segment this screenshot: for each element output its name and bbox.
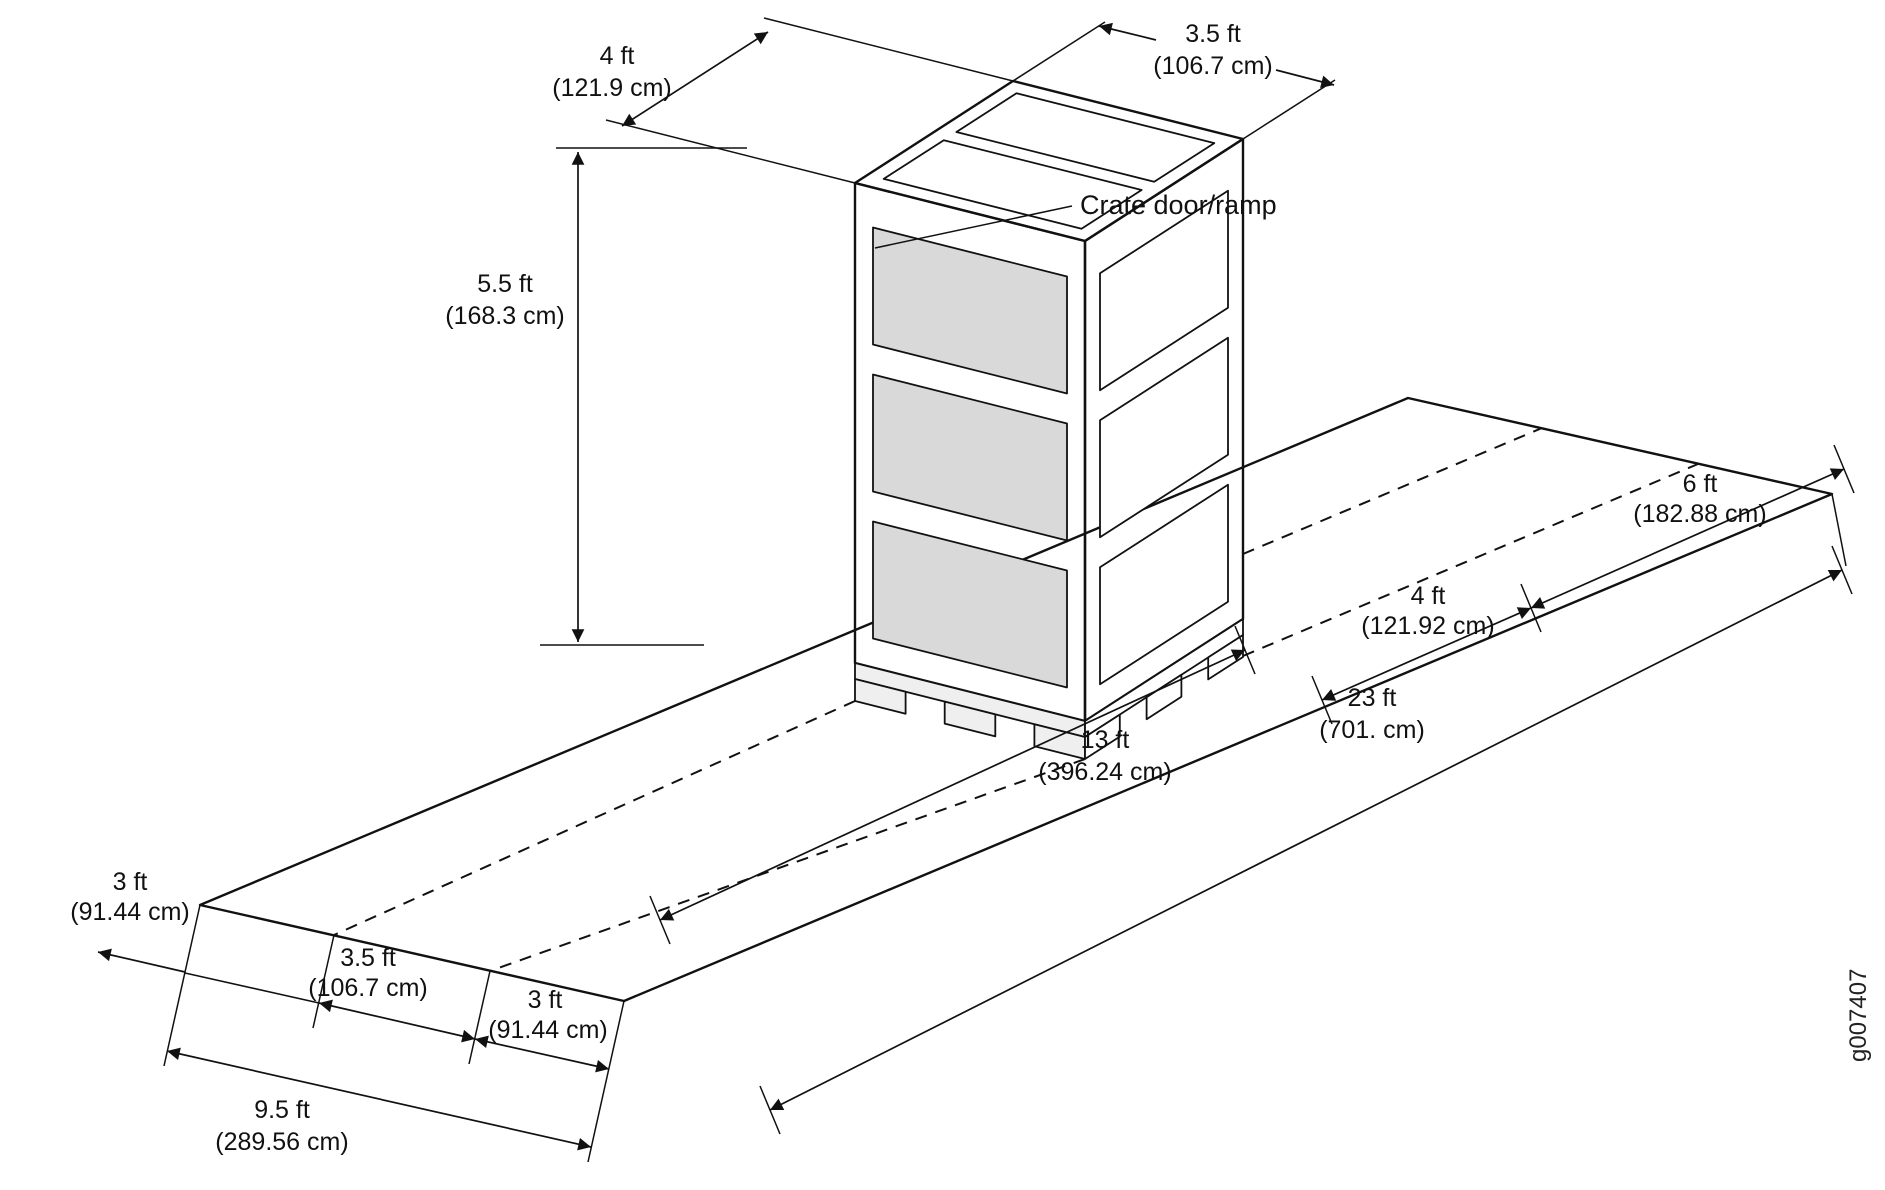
dim-left-clearance: 3 ft (91.44 cm) [70, 868, 320, 1004]
callout-crate-door: Crate door/ramp [874, 190, 1277, 249]
callout-leader-line [874, 205, 1073, 249]
dim-crate-footprint: 4 ft (121.92 cm) [1311, 582, 1542, 725]
extension-line [587, 1000, 625, 1163]
crate-door-callout-label: Crate door/ramp [1080, 190, 1277, 220]
total-length-cm-label: (701. cm) [1319, 716, 1425, 744]
dim-crate-depth: 4 ft (121.9 cm) [552, 17, 1014, 184]
extension-line [605, 119, 856, 184]
chain-segment [184, 972, 320, 1004]
extension-line [312, 934, 335, 1029]
front-clearance-ft-label: 13 ft [1081, 726, 1130, 754]
total-width-cm-label: (289.56 cm) [215, 1128, 348, 1156]
crate-door-panel-2 [872, 373, 1068, 542]
footprint-ft-label: 4 ft [1411, 582, 1446, 610]
dim-crate-width: 3.5 ft (106.7 cm) [1012, 20, 1336, 140]
lane-rear-upper-dashed-line [1242, 427, 1543, 555]
crate [853, 79, 1245, 760]
crate-width-ft-label: 3.5 ft [1185, 20, 1241, 48]
figure-id-label: g007407 [1845, 969, 1872, 1062]
extension-line [1012, 21, 1106, 82]
dimension-line [1098, 22, 1157, 41]
dim-rear-clearance: 6 ft (182.88 cm) [1530, 444, 1855, 609]
crate-depth-ft-label: 4 ft [600, 42, 635, 70]
total-width-ft-label: 9.5 ft [254, 1096, 310, 1124]
crate-door-panel-3 [872, 520, 1068, 689]
front-clearance-cm-label: (396.24 cm) [1038, 758, 1171, 786]
dimension-line [1275, 69, 1335, 88]
dimension-line [769, 569, 1843, 1111]
extension-line [468, 970, 491, 1065]
crate-height-ft-label: 5.5 ft [477, 270, 533, 298]
lane-front-lower-dashed-line [489, 758, 1086, 972]
dim-front-clearance: 13 ft (396.24 cm) [649, 625, 1256, 945]
footprint-cm-label: (121.92 cm) [1361, 612, 1494, 640]
crate-top-panel-1 [882, 139, 1143, 230]
right-clearance-cm-label: (91.44 cm) [488, 1016, 607, 1044]
dimension-line [659, 649, 1246, 921]
crate-height-cm-label: (168.3 cm) [445, 302, 564, 330]
lane-front-upper-dashed-line [333, 700, 856, 936]
rear-clearance-cm-label: (182.88 cm) [1633, 500, 1766, 528]
crate-top-panel-2 [955, 92, 1216, 183]
left-clearance-cm-label: (91.44 cm) [70, 898, 189, 926]
dim-right-clearance: 3 ft (91.44 cm) [468, 970, 625, 1163]
lane-width-cm-label: (106.7 cm) [308, 974, 427, 1002]
crate-width-cm-label: (106.7 cm) [1153, 52, 1272, 80]
extension-line [1242, 79, 1336, 140]
crate-door-panel-1 [872, 226, 1068, 395]
dim-lane-width: 3.5 ft (106.7 cm) [163, 904, 476, 1067]
dim-total-length: 23 ft (701. cm) [759, 493, 1853, 1135]
crate-depth-cm-label: (121.9 cm) [552, 74, 671, 102]
extension-line [763, 17, 1014, 82]
dimension-line [621, 31, 769, 127]
extension-line [163, 904, 201, 1067]
crate-side-panel-2 [1099, 336, 1229, 539]
dimension-line [166, 1047, 592, 1151]
outside-arrow [97, 948, 186, 973]
dimension-line [318, 999, 476, 1043]
right-clearance-ft-label: 3 ft [528, 986, 563, 1014]
left-clearance-ft-label: 3 ft [113, 868, 148, 896]
extension-line [1831, 493, 1847, 567]
dim-total-width: 9.5 ft (289.56 cm) [166, 1047, 592, 1156]
lane-width-ft-label: 3.5 ft [340, 944, 396, 972]
dim-crate-height: 5.5 ft (168.3 cm) [445, 147, 747, 646]
total-length-ft-label: 23 ft [1348, 684, 1397, 712]
rear-clearance-ft-label: 6 ft [1683, 470, 1718, 498]
crate-side-panel-1 [1099, 189, 1229, 392]
